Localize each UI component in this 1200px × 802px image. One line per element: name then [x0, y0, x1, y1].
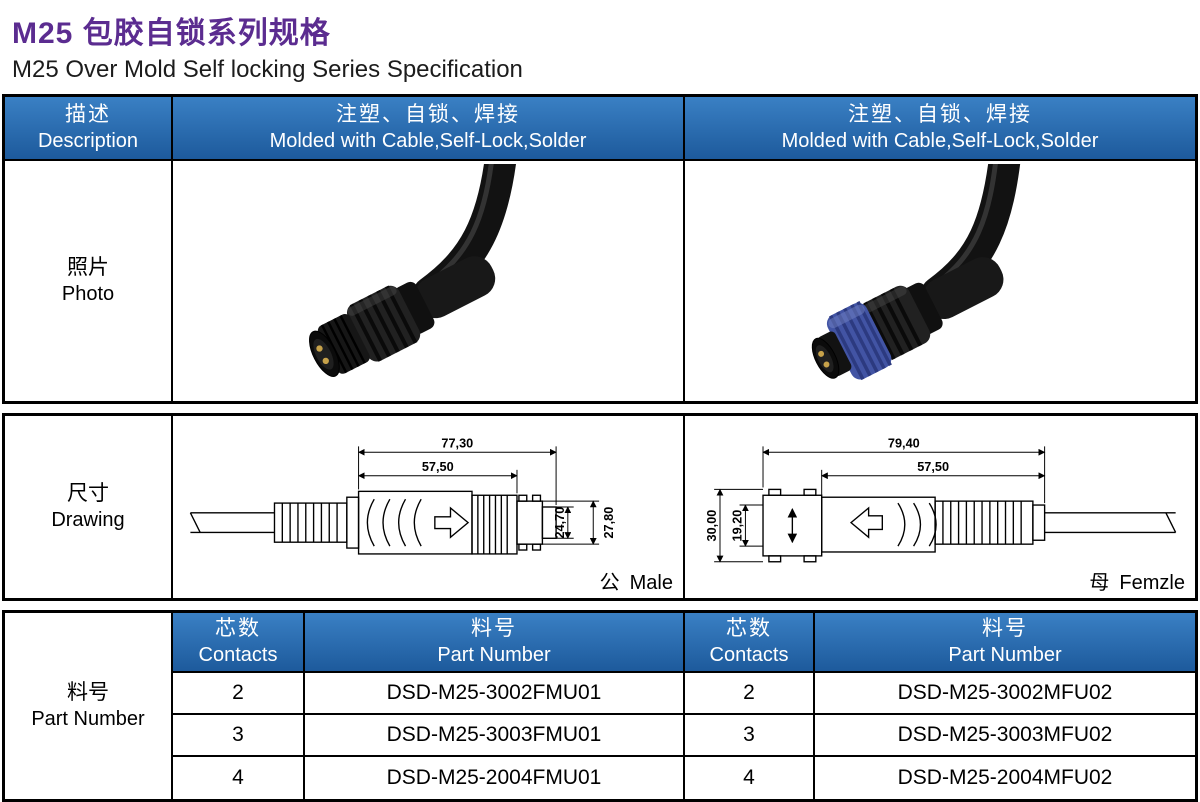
female-photo-cell — [685, 161, 1195, 401]
contacts-header-en: Contacts — [198, 643, 278, 666]
female-connector-photo — [811, 164, 1021, 381]
page-title-zh: M25 包胶自锁系列规格 — [12, 17, 331, 50]
drawing-label-zh: 尺寸 — [67, 482, 109, 506]
contacts-male-value: 3 — [173, 715, 305, 757]
female-dimension-drawing: 79,40 57,50 30,00 19,20 — [704, 435, 1177, 563]
photo-label-zh: 照片 — [67, 256, 109, 280]
female-dim-total: 79,40 — [888, 435, 920, 450]
contacts-female-value: 3 — [685, 715, 815, 757]
male-connector-photo — [309, 164, 517, 377]
contacts-header-female-cell: 芯数 Contacts — [685, 613, 815, 673]
part-number-female-value: DSD-M25-3003MFU02 — [815, 715, 1195, 757]
male-dim-total: 77,30 — [441, 435, 473, 450]
process-header-female-cell: 注塑、自锁、焊接 Molded with Cable,Self-Lock,Sol… — [685, 97, 1195, 161]
female-dim-h1: 30,00 — [704, 510, 719, 542]
pn-header-zh: 料号 — [982, 617, 1028, 641]
male-drawing-cell: 77,30 57,50 24,70 27,80 公 Male — [173, 416, 685, 598]
process-label-zh: 注塑、自锁、焊接 — [848, 103, 1032, 127]
contacts-header-zh: 芯数 — [215, 617, 261, 641]
page-title-en: M25 Over Mold Self locking Series Specif… — [12, 56, 523, 83]
pn-header-zh: 料号 — [471, 617, 517, 641]
photo-row-label-cell: 照片 Photo — [5, 161, 173, 401]
male-drawing-caption: 公 Male — [600, 566, 673, 595]
female-drawing-cell: 79,40 57,50 30,00 19,20 母 Femzle — [685, 416, 1195, 598]
male-photo-cell — [173, 161, 685, 401]
contacts-male-value: 4 — [173, 757, 305, 799]
female-caption-zh: 母 — [1089, 572, 1110, 594]
contacts-female-value: 4 — [685, 757, 815, 799]
part-number-male-value: DSD-M25-3002FMU01 — [305, 673, 685, 715]
photo-label-en: Photo — [61, 282, 115, 305]
contacts-female-value: 2 — [685, 673, 815, 715]
process-header-male-cell: 注塑、自锁、焊接 Molded with Cable,Self-Lock,Sol… — [173, 97, 685, 161]
description-photo-table: 描述 Description 注塑、自锁、焊接 Molded with Cabl… — [2, 94, 1198, 404]
description-label-en: Description — [37, 129, 139, 152]
male-caption-zh: 公 — [599, 572, 620, 594]
pn-header-female-cell: 料号 Part Number — [815, 613, 1195, 673]
pn-header-en: Part Number — [437, 643, 551, 666]
page-header: M25 包胶自锁系列规格 M25 Over Mold Self locking … — [0, 0, 1200, 94]
part-number-label-zh: 料号 — [67, 681, 109, 705]
drawing-row-label-cell: 尺寸 Drawing — [5, 416, 173, 598]
part-number-row-label-cell: 料号 Part Number — [5, 613, 173, 799]
contacts-header-male-cell: 芯数 Contacts — [173, 613, 305, 673]
description-label-zh: 描述 — [65, 103, 111, 127]
process-label-zh: 注塑、自锁、焊接 — [336, 103, 520, 127]
contacts-male-value: 2 — [173, 673, 305, 715]
male-caption-en: Male — [629, 572, 673, 594]
male-dim-h2: 27,80 — [601, 507, 616, 539]
part-number-female-value: DSD-M25-3002MFU02 — [815, 673, 1195, 715]
male-dimension-drawing: 77,30 57,50 24,70 27,80 — [189, 435, 616, 555]
drawing-label-en: Drawing — [51, 508, 125, 531]
part-number-male-value: DSD-M25-2004FMU01 — [305, 757, 685, 799]
process-label-en: Molded with Cable,Self-Lock,Solder — [269, 129, 587, 152]
pn-header-male-cell: 料号 Part Number — [305, 613, 685, 673]
male-dim-h1: 24,70 — [552, 507, 567, 539]
part-number-male-value: DSD-M25-3003FMU01 — [305, 715, 685, 757]
description-header-cell: 描述 Description — [5, 97, 173, 161]
part-number-female-value: DSD-M25-2004MFU02 — [815, 757, 1195, 799]
female-dim-body: 57,50 — [917, 459, 949, 474]
female-caption-en: Femzle — [1119, 572, 1185, 594]
male-dim-body: 57,50 — [422, 459, 454, 474]
female-dim-h2: 19,20 — [730, 510, 745, 542]
process-label-en: Molded with Cable,Self-Lock,Solder — [781, 129, 1099, 152]
contacts-header-en: Contacts — [709, 643, 789, 666]
drawing-table: 尺寸 Drawing — [2, 413, 1198, 601]
pn-header-en: Part Number — [948, 643, 1062, 666]
female-drawing-caption: 母 Femzle — [1089, 566, 1185, 595]
part-number-table: 料号 Part Number 芯数 Contacts 料号 Part Numbe… — [2, 610, 1198, 802]
contacts-header-zh: 芯数 — [726, 617, 772, 641]
part-number-label-en: Part Number — [31, 707, 145, 730]
